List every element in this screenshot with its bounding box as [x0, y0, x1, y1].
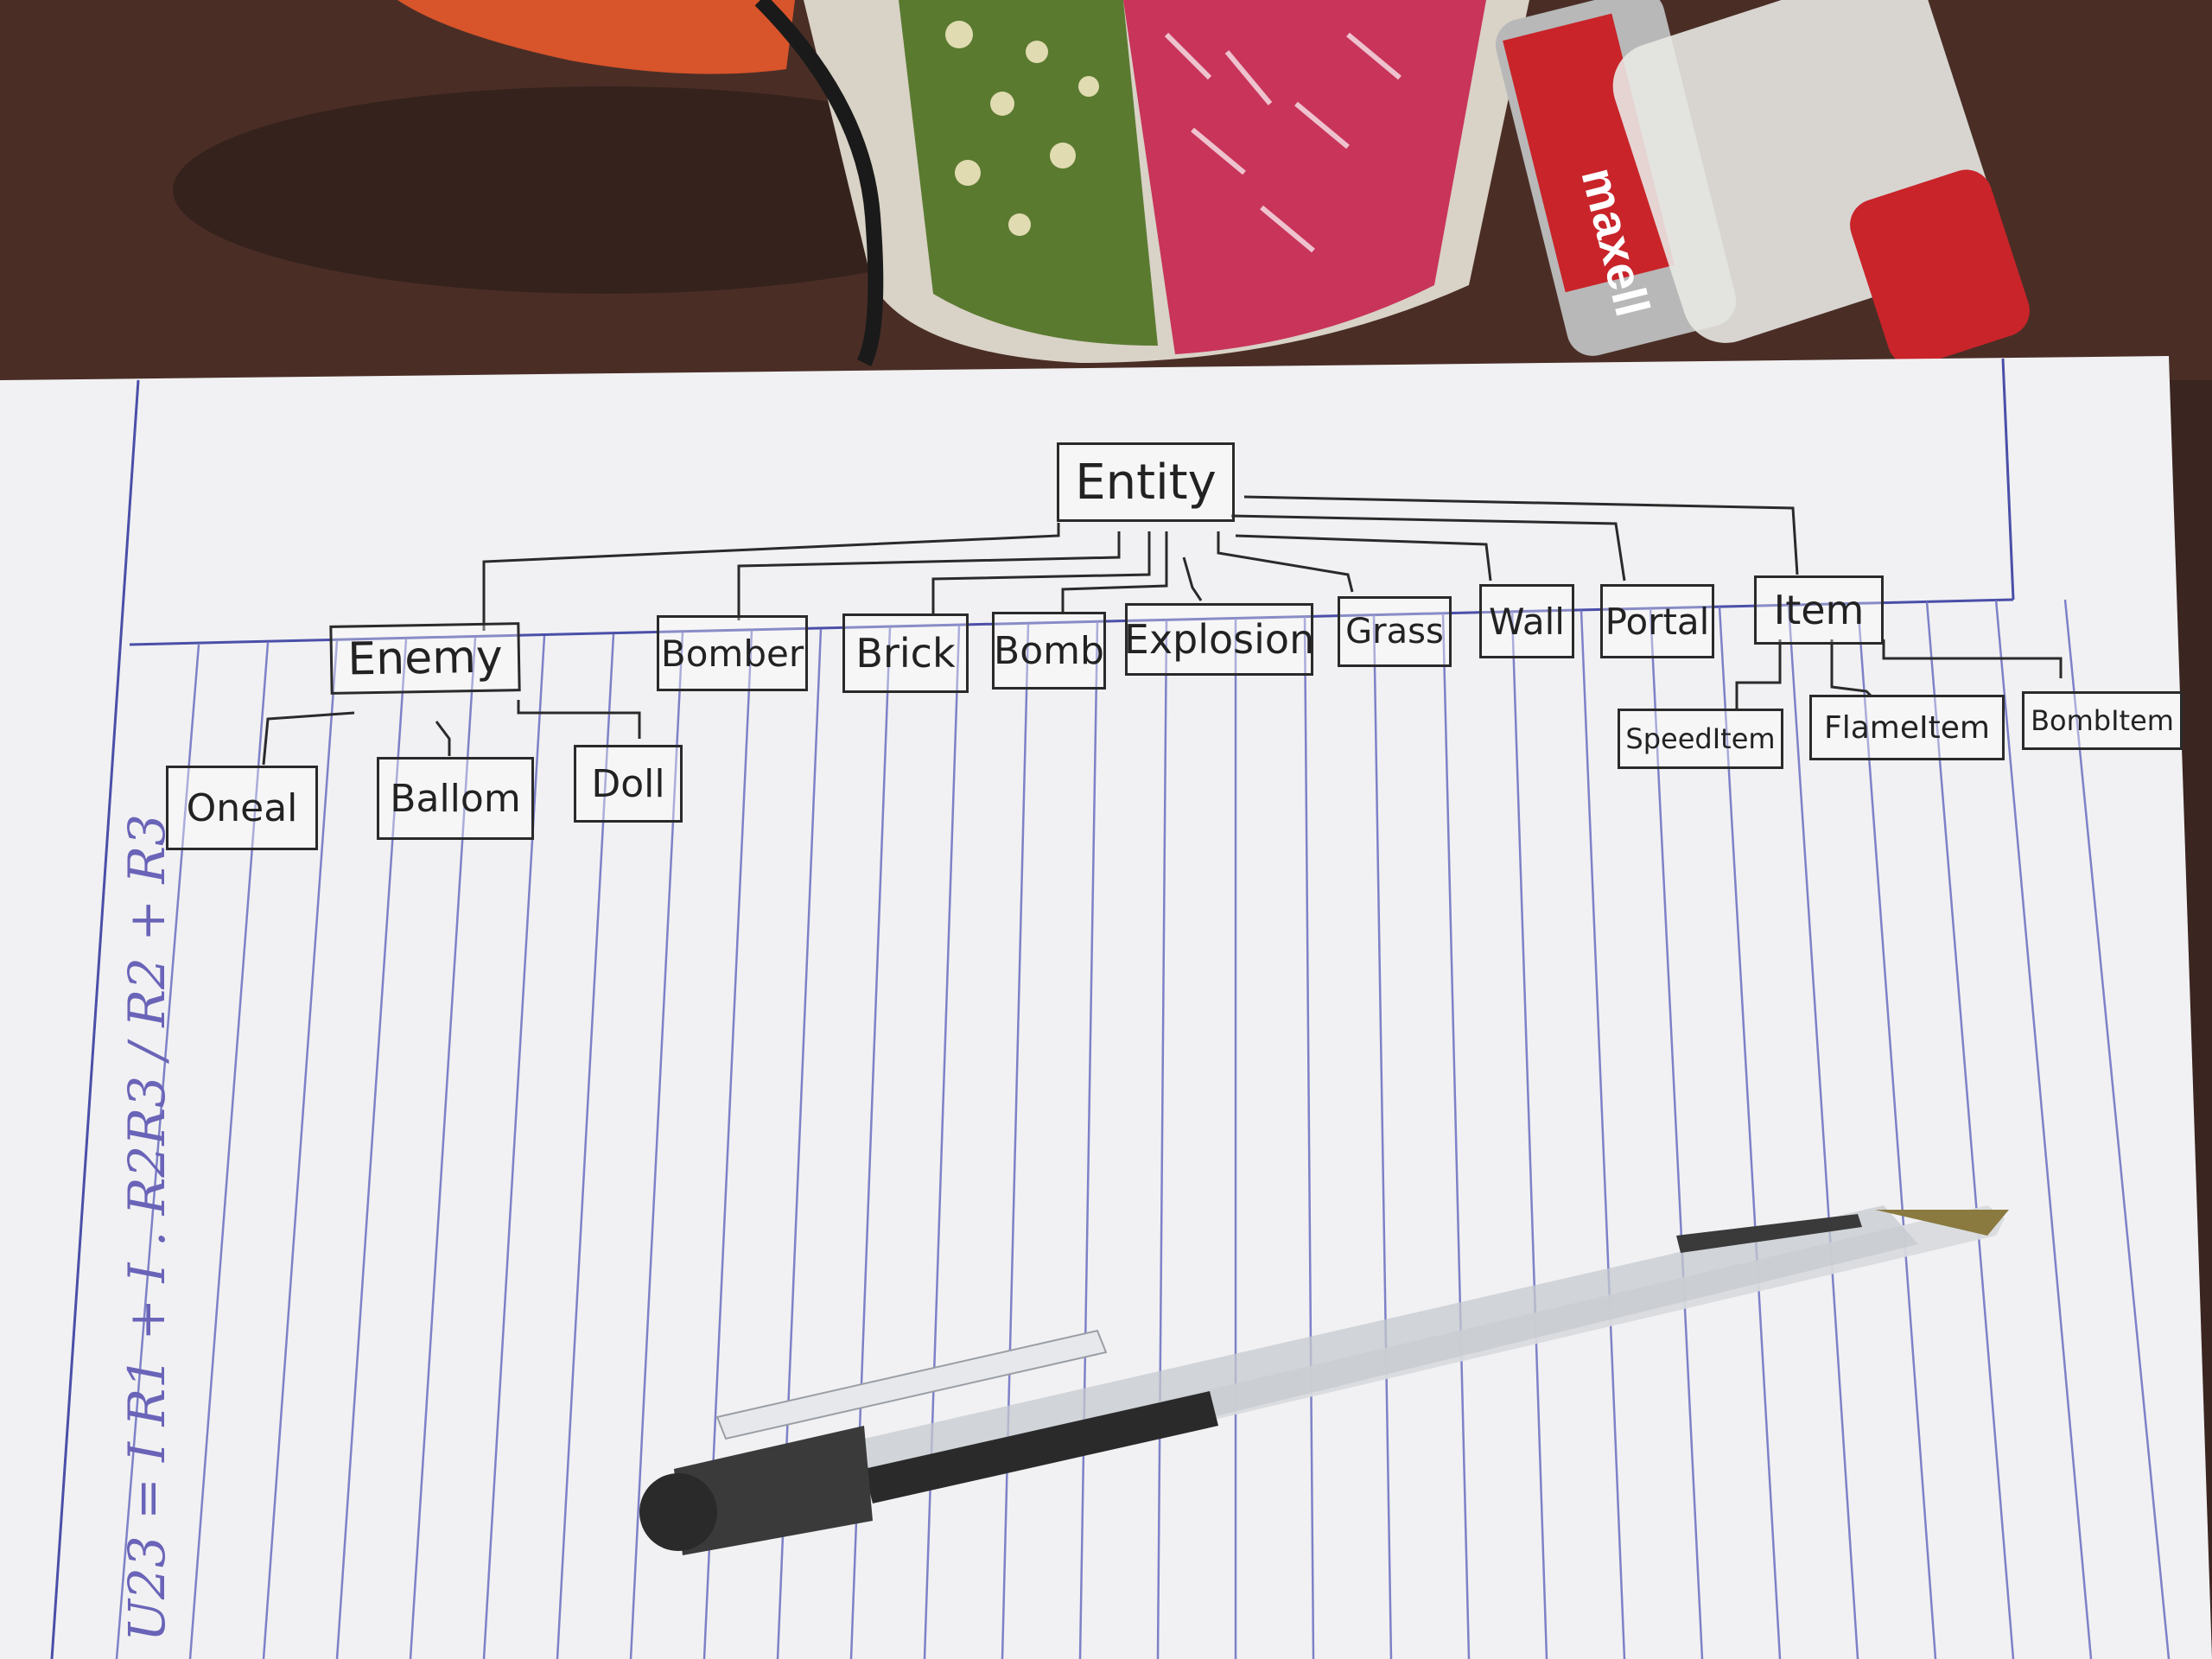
node-enemy-label: Enemy: [346, 631, 504, 686]
node-entity: Entity: [1057, 442, 1235, 522]
node-wall-label: Wall: [1489, 600, 1565, 643]
node-wall: Wall: [1479, 584, 1574, 658]
notebook-paper: [0, 356, 2212, 1659]
node-grass-label: Grass: [1345, 612, 1444, 652]
margin-note: U23 = I R1 + I . R2R3 / R2 + R3: [118, 814, 176, 1642]
node-portal: Portal: [1600, 584, 1714, 658]
node-bomber: Bomber: [657, 615, 808, 691]
node-bomber-label: Bomber: [660, 632, 804, 675]
node-brick: Brick: [842, 613, 969, 693]
node-explosion-label: Explosion: [1123, 616, 1315, 663]
desk-shadow: [173, 86, 1037, 294]
node-brick-label: Brick: [855, 630, 956, 677]
node-flameitem-label: FlameItem: [1824, 709, 1990, 746]
node-oneal-label: Oneal: [186, 785, 298, 830]
orange-plate: [397, 0, 795, 74]
node-speeditem: SpeedItem: [1618, 709, 1783, 769]
cable: [754, 0, 884, 367]
node-bomb: Bomb: [992, 612, 1106, 690]
node-bombitem-label: BombItem: [2031, 704, 2174, 737]
node-doll-label: Doll: [591, 761, 665, 806]
margin-note-text: U23 = I R1 + I . R2R3 / R2 + R3: [118, 814, 176, 1642]
node-explosion: Explosion: [1123, 603, 1315, 676]
node-grass: Grass: [1338, 596, 1452, 667]
tree-connectors: [262, 495, 2063, 766]
node-bombitem: BombItem: [2022, 691, 2183, 750]
node-bomb-label: Bomb: [994, 628, 1104, 673]
battery-icon: maxell: [1495, 0, 2030, 366]
cup-icon: [804, 0, 1529, 363]
node-oneal: Oneal: [166, 766, 318, 850]
node-doll: Doll: [574, 745, 683, 823]
node-portal-label: Portal: [1605, 600, 1710, 643]
node-item-label: Item: [1773, 587, 1865, 633]
node-flameitem: FlameItem: [1809, 695, 2005, 760]
node-enemy: Enemy: [329, 622, 521, 695]
node-speeditem-label: SpeedItem: [1625, 722, 1776, 755]
node-ballom: Ballom: [377, 757, 534, 840]
node-entity-label: Entity: [1075, 454, 1217, 511]
node-ballom-label: Ballom: [390, 776, 521, 821]
pen-icon: [639, 1205, 2009, 1555]
node-item: Item: [1754, 575, 1884, 645]
